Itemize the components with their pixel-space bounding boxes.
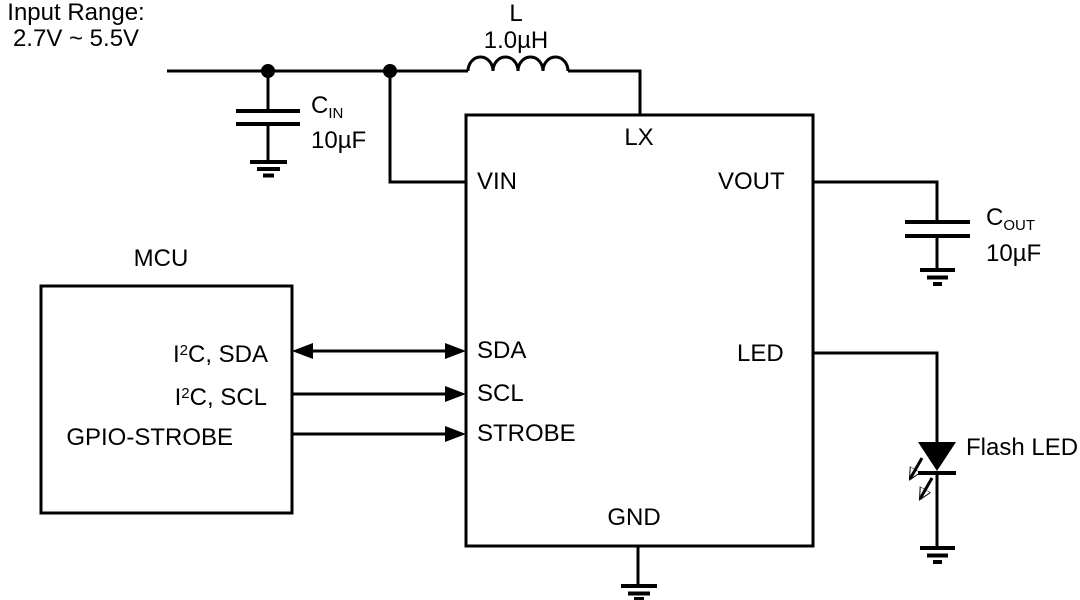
input-range-line2: 2.7V ~ 5.5V (12, 25, 140, 52)
ic-pin-vin: VIN (477, 168, 518, 195)
cin-value: 10µF (311, 127, 367, 154)
ic-pin-vout: VOUT (718, 168, 785, 195)
input-range-label: Input Range: 2.7V ~ 5.5V (0, 0, 152, 52)
inductor-symbol (466, 55, 570, 72)
cout-designator: COUT (986, 204, 1036, 234)
cin-capacitor-symbol (236, 71, 300, 161)
mcu-signal-strobe: GPIO-STROBE (66, 424, 233, 451)
flash-led-label: Flash LED (966, 434, 1079, 461)
inductor-value: 1.0µH (483, 27, 549, 54)
vout-wire (813, 180, 939, 221)
mcu-title: MCU (133, 245, 189, 272)
inductor-designator: L (509, 0, 523, 27)
light-emission-arrow (908, 457, 924, 479)
ground-symbol-cin (250, 160, 287, 178)
ic-pin-gnd: GND (607, 504, 661, 531)
led-wire (813, 351, 939, 442)
strobe-arrow (292, 426, 466, 442)
light-emission-arrow (918, 477, 934, 499)
cin-label: CIN 10µF (311, 92, 366, 154)
ground-symbol-gnd (621, 584, 657, 600)
scl-arrow (292, 386, 466, 402)
mcu-box (39, 284, 294, 515)
cout-label: COUT 10µF (986, 204, 1041, 268)
ic-pin-lx: LX (624, 124, 654, 151)
input-rail-wire (167, 64, 642, 116)
mcu-signal-scl: I2C, SCL (174, 384, 267, 411)
cout-value: 10µF (986, 240, 1042, 267)
sda-bus-arrow (292, 343, 466, 359)
cin-designator: CIN (311, 92, 344, 122)
ground-symbol-cout (920, 268, 955, 286)
ic-pin-sda: SDA (477, 337, 527, 364)
inductor-label: L 1.0µH (466, 0, 566, 54)
cout-capacitor-symbol (905, 220, 970, 269)
mcu-signal-sda: I2C, SDA (172, 341, 268, 368)
ic-pin-led: LED (737, 340, 784, 367)
ic-pin-strobe: STROBE (477, 420, 576, 447)
ground-symbol-led (920, 546, 955, 564)
ic-pin-scl: SCL (477, 380, 524, 407)
flash-led-symbol (908, 442, 956, 547)
input-range-line1: Input Range: (7, 0, 145, 26)
vin-wire (388, 71, 466, 184)
